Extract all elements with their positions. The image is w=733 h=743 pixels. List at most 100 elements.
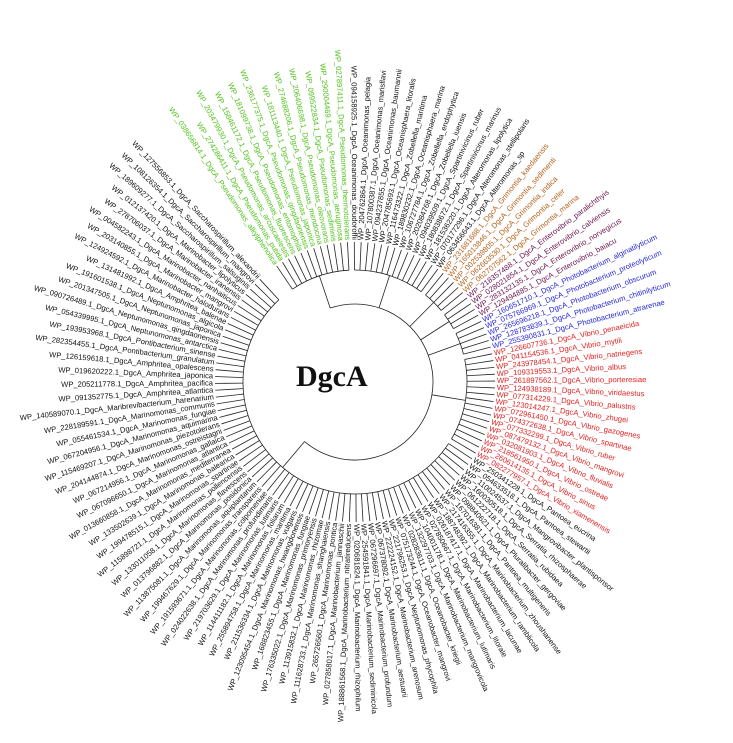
leaf-branch (382, 245, 389, 268)
clade-stem (431, 394, 466, 401)
leaf-branch (397, 249, 402, 260)
leaf-branch (471, 422, 488, 429)
internal-branch (240, 435, 257, 445)
internal-branch (458, 423, 476, 432)
internal-branch (229, 399, 245, 403)
leaf-branch (475, 430, 485, 436)
internal-branch (365, 252, 368, 271)
leaf-branch (319, 246, 324, 257)
leaf-label: WP_094158925.1_DgcA_Oceanimonas_doudorof… (349, 66, 359, 241)
leaf-branch (239, 448, 258, 462)
internal-branch (228, 351, 247, 357)
leaf-branch (469, 327, 485, 335)
leaf-branch (228, 434, 247, 444)
leaf-branch (477, 346, 491, 351)
leaf-branch (437, 277, 449, 290)
leaf-branch (216, 401, 230, 405)
leaf-branch (223, 422, 245, 431)
leaf-branch (478, 392, 495, 396)
leaf-branch (461, 321, 482, 332)
internal-branch (275, 468, 286, 482)
internal-branch (244, 420, 251, 424)
internal-branch (408, 480, 412, 486)
leaf-branch (361, 508, 364, 522)
leaf-branch (218, 348, 229, 353)
internal-branch (445, 447, 456, 456)
internal-branch (403, 482, 410, 494)
leaf-branch (476, 333, 487, 338)
internal-branch (396, 269, 402, 279)
internal-branch (401, 266, 410, 281)
internal-branch (259, 457, 273, 471)
leaf-branch (222, 335, 236, 341)
leaf-branch (405, 501, 410, 512)
leaf-branch (360, 242, 362, 259)
leaf-branch (294, 255, 304, 274)
leaf-branch (220, 342, 239, 349)
root-arc (304, 303, 434, 461)
clade-stem (428, 343, 461, 356)
leaf-branch (321, 496, 328, 519)
internal-branch (381, 267, 384, 274)
leaf-branch (467, 440, 480, 448)
clade-stem (409, 302, 435, 327)
leaf-branch (443, 287, 459, 301)
leaf-branch (452, 292, 463, 302)
internal-branch (450, 314, 467, 325)
leaf-label: WP_205211778.1_DgcA_Amphritea_pacifica (61, 378, 214, 389)
internal-branch (377, 491, 381, 504)
internal-branch (370, 262, 373, 272)
internal-branch (361, 493, 363, 509)
internal-branch (437, 299, 445, 307)
leaf-branch (426, 268, 439, 285)
internal-branch (420, 284, 427, 292)
leaf-branch (409, 257, 421, 278)
internal-branch (447, 312, 458, 320)
internal-branch (257, 444, 263, 449)
leaf-branch (444, 462, 460, 476)
internal-branch (359, 258, 361, 271)
internal-branch (411, 275, 419, 286)
leaf-label: WP_020681824.1_DgcA_Marinobacterium_rhiz… (352, 524, 363, 711)
internal-branch (366, 493, 369, 503)
leaf-branch (243, 458, 254, 467)
internal-branch (337, 492, 340, 502)
internal-branch (466, 368, 485, 371)
leaf-branch (335, 501, 339, 521)
leaf-branch (245, 294, 259, 305)
leaf-branch (454, 454, 469, 465)
leaf-branch (282, 262, 292, 277)
internal-branch (463, 349, 479, 355)
internal-branch (458, 333, 470, 339)
internal-branch (248, 312, 262, 322)
leaf-branch (367, 502, 371, 522)
leaf-branch (272, 479, 285, 496)
leaf-branch (389, 247, 396, 264)
internal-branch (259, 312, 265, 317)
internal-branch (330, 491, 335, 507)
internal-branch (249, 440, 260, 448)
internal-branch (433, 289, 447, 303)
leaf-branch (417, 261, 427, 276)
internal-branch (440, 300, 453, 311)
leaf-branch (302, 494, 311, 512)
internal-branch (434, 460, 446, 472)
internal-branch (462, 413, 469, 416)
leaf-branch (306, 250, 316, 272)
leaf-branch (347, 242, 349, 259)
internal-branch (233, 358, 246, 362)
leaf-branch (216, 362, 239, 367)
leaf-branch (396, 495, 404, 514)
leaf-branch (235, 446, 250, 456)
leaf-branch (434, 468, 451, 486)
internal-branch (267, 461, 277, 471)
internal-branch (460, 337, 478, 344)
leaf-branch (477, 360, 494, 364)
leaf-branch (221, 418, 237, 425)
leaf-branch (259, 279, 269, 290)
internal-branch (464, 402, 474, 406)
clade-stem (282, 441, 305, 468)
internal-branch (466, 391, 479, 394)
internal-branch (463, 408, 479, 413)
